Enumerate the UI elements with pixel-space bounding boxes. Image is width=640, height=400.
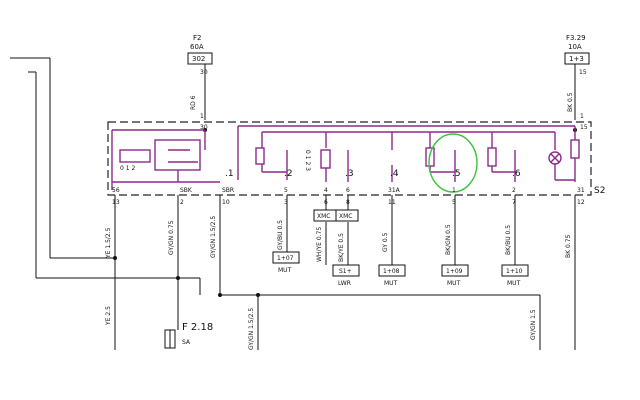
switch-label-2: .2 <box>284 169 293 179</box>
switch-label-4: .4 <box>390 169 399 179</box>
module-ref: S2 <box>594 186 605 196</box>
pin-top-1b: 1 <box>580 113 584 120</box>
dest-4-box: 1+09 <box>446 268 463 275</box>
pin-sbr: SBR <box>222 187 234 194</box>
pin-top-1a: 1 <box>200 113 204 120</box>
fuse-f329-pin: 15 <box>579 69 587 76</box>
wire-gygn15-25b: GY/GN 1.5/2.5 <box>248 308 255 350</box>
switch-label-5: .5 <box>452 169 461 179</box>
term-5: 5 <box>452 199 456 206</box>
pin-6: 6 <box>346 187 350 194</box>
term-13: 13 <box>112 199 120 206</box>
fuse-f2-box: 302 <box>192 55 205 63</box>
xmc-label-2: XMC <box>339 213 352 220</box>
external-wiring <box>10 57 577 350</box>
pin-2: 2 <box>512 187 516 194</box>
pin-sbk: SBK <box>180 187 193 194</box>
fuse-f329: F3.29 10A 1+3 15 <box>564 34 590 76</box>
pin-31a: 31A <box>388 187 401 194</box>
wire-bkgn05: BK/GN 0.5 <box>445 224 452 255</box>
wire-gygn15: GY/GN 1.5 <box>530 309 537 340</box>
wire-whye075: WH/YE 0.75 <box>316 227 323 262</box>
wire-gybu05: GY/BU 0.5 <box>277 220 284 250</box>
pin-56: 56 <box>112 187 120 194</box>
wire-labels: RD 6 BK 0.5 YE 1.5/2.5 GY/GN 0.75 GY/GN … <box>105 92 574 350</box>
dest-3-label: MUT <box>384 280 398 287</box>
destinations: 1+07 MUT S1+ LWR 1+08 MUT 1+09 MUT 1+10 … <box>272 251 529 287</box>
term-3: 3 <box>284 199 288 206</box>
wire-bkye05: BK/YE 0.5 <box>338 233 345 262</box>
module-pin-labels: 56 SBK SBR 5 4 6 31A 1 2 31 13 2 10 3 6 … <box>112 187 585 206</box>
fuse-f2-ref: F2 <box>193 34 201 42</box>
term-8: 8 <box>346 199 350 206</box>
dest-1-box: 1+07 <box>277 255 294 262</box>
xmc-connector-2 <box>335 209 359 222</box>
internal-wiring <box>111 125 580 190</box>
dest-1-label: MUT <box>278 267 292 274</box>
wire-gygn15-25: GY/GN 1.5/2.5 <box>210 216 217 258</box>
dest-4-label: MUT <box>447 280 461 287</box>
wire-ye25: YE 2.5 <box>105 306 112 326</box>
dest-5-label: MUT <box>507 280 521 287</box>
fuse-f329-ref: F3.29 <box>566 34 586 42</box>
pin-5: 5 <box>284 187 288 194</box>
term-7: 7 <box>512 199 516 206</box>
fuse-f2-rating: 60A <box>190 43 204 51</box>
switch-label-1: .1 <box>225 169 234 179</box>
switch-label-3: .3 <box>345 169 354 179</box>
fuse-f218-sub: SA <box>182 339 191 346</box>
switch-positions: 0 1 2 <box>120 165 135 172</box>
highlight-ellipse <box>428 133 478 193</box>
dest-2-box: S1+ <box>339 268 352 275</box>
switch-label-6: .6 <box>512 169 521 179</box>
wire-gygn075: GY/GN 0.75 <box>168 220 175 255</box>
wire-bk05-top: BK 0.5 <box>567 92 574 112</box>
fuse-f218-ref: F 2.18 <box>182 322 213 333</box>
term-2: 2 <box>180 199 184 206</box>
dest-2-label: LWR <box>338 280 351 287</box>
dest-5-box: 1+10 <box>506 268 523 275</box>
term-12: 12 <box>577 199 585 206</box>
term-6: 6 <box>324 199 328 206</box>
pin-top-15: 15 <box>580 124 588 131</box>
fuse-f329-box: 1+3 <box>569 55 584 63</box>
fuse-f218: F 2.18 SA <box>164 322 213 349</box>
xmc-label-1: XMC <box>317 213 330 220</box>
term-11: 11 <box>388 199 396 206</box>
module-boundary <box>107 121 592 196</box>
pin-1: 1 <box>452 187 456 194</box>
pin-31: 31 <box>577 187 585 194</box>
fuse-f329-rating: 10A <box>568 43 582 51</box>
term-10: 10 <box>222 199 230 206</box>
fuse-f2: F2 60A 302 30 <box>187 34 213 76</box>
dest-3-box: 1+08 <box>383 268 400 275</box>
wire-bk075: BK 0.75 <box>565 235 572 259</box>
fuse-f2-pin: 30 <box>200 69 208 76</box>
wire-gy05: GY 0.5 <box>382 232 389 252</box>
pin-top-30: 30 <box>200 124 208 131</box>
wire-bkbu05: BK/BU 0.5 <box>505 225 512 255</box>
wire-rd6: RD 6 <box>190 95 197 110</box>
wire-ye15-25: YE 1.5/2.5 <box>105 227 112 259</box>
switch-positions-3: 0 1 2 3 <box>304 150 311 171</box>
pin-4: 4 <box>324 187 328 194</box>
